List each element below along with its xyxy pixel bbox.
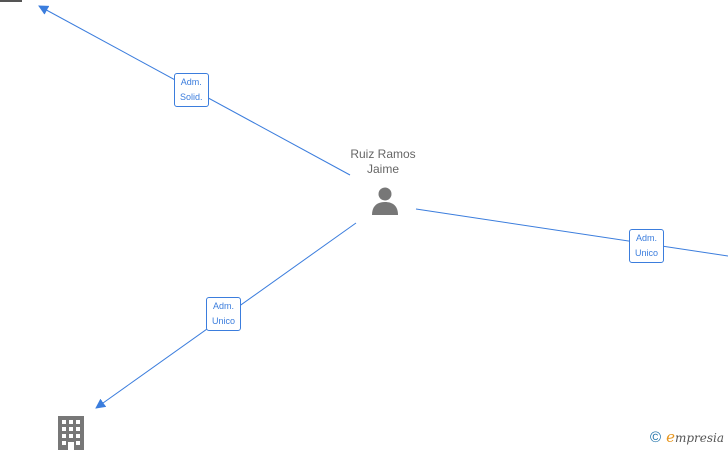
edge-label-adm-unico-left[interactable]: Adm. Unico (206, 297, 242, 331)
edge-label-line2: Unico (635, 248, 659, 258)
edge-label-line1: Adm. (180, 77, 202, 87)
brand-logo-text: mpresia (674, 431, 725, 445)
edge-label-line1: Adm. (213, 301, 235, 311)
building-icon[interactable] (56, 416, 86, 450)
offscreen-node-stub (0, 0, 22, 2)
copyright-symbol: © (650, 429, 662, 446)
edge-label-line2: Unico (212, 316, 236, 326)
person-name-line1: Ruiz Ramos (350, 147, 416, 161)
copyright-brand: ©empresia (650, 428, 724, 446)
edge-line-unico-right (415, 208, 728, 257)
person-name-line2: Jaime (366, 162, 399, 176)
person-node-name[interactable]: Ruiz Ramos Jaime (338, 147, 428, 177)
edge-label-adm-unico-right[interactable]: Adm. Unico (629, 229, 665, 263)
edge-label-line2: Solid. (180, 92, 203, 102)
person-icon[interactable] (370, 186, 400, 221)
brand-logo-initial: e (666, 428, 675, 446)
edge-label-line1: Adm. (636, 233, 658, 243)
edge-label-adm-solid[interactable]: Adm. Solid. (174, 73, 209, 107)
